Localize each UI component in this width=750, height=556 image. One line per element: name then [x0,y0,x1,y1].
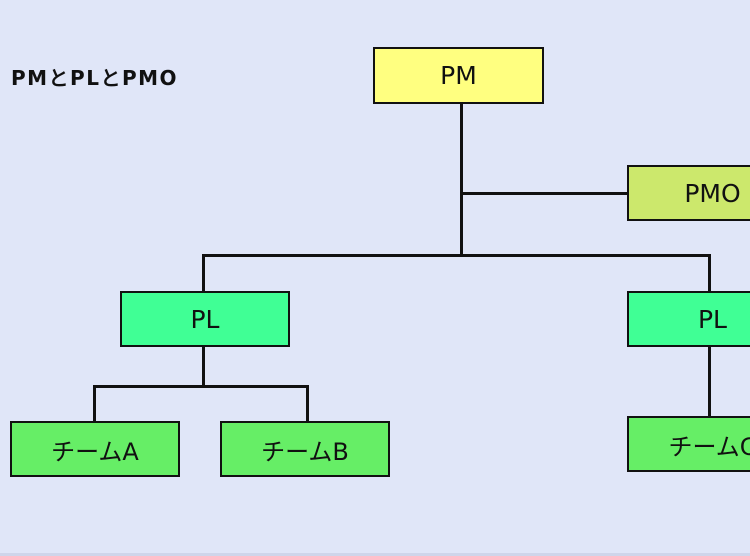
node-team-b: チームB [220,421,390,477]
node-pl-left: PL [120,291,290,347]
node-team-c: チームC [627,416,750,472]
connector-pl-bus [202,254,711,257]
node-pl-right-label: PL [697,304,727,334]
connector-team-bus-left [93,385,309,388]
node-team-c-label: チームC [668,432,750,461]
node-team-a: チームA [10,421,180,477]
connector-bus-to-pl-left [202,254,205,292]
node-pmo: PMO [627,165,750,221]
connector-bus-to-team-a [93,385,96,422]
bottom-edge-divider [0,553,750,556]
node-team-b-label: チームB [261,437,349,466]
node-pmo-label: PMO [684,178,741,208]
connector-pl-left-down [202,346,205,388]
connector-bus-to-pl-right [708,254,711,292]
node-pl-right: PL [627,291,750,347]
connector-bus-to-team-b [306,385,309,422]
node-team-a-label: チームA [51,437,139,466]
node-pm-label: PM [440,61,477,90]
node-pm: PM [373,47,544,104]
node-pl-left-label: PL [190,304,220,334]
connector-pm-to-pmo [460,192,628,195]
diagram-title: PMとPLとPMO [11,66,179,90]
connector-pl-right-to-team-c [708,346,711,417]
connector-pm-down [460,103,463,257]
